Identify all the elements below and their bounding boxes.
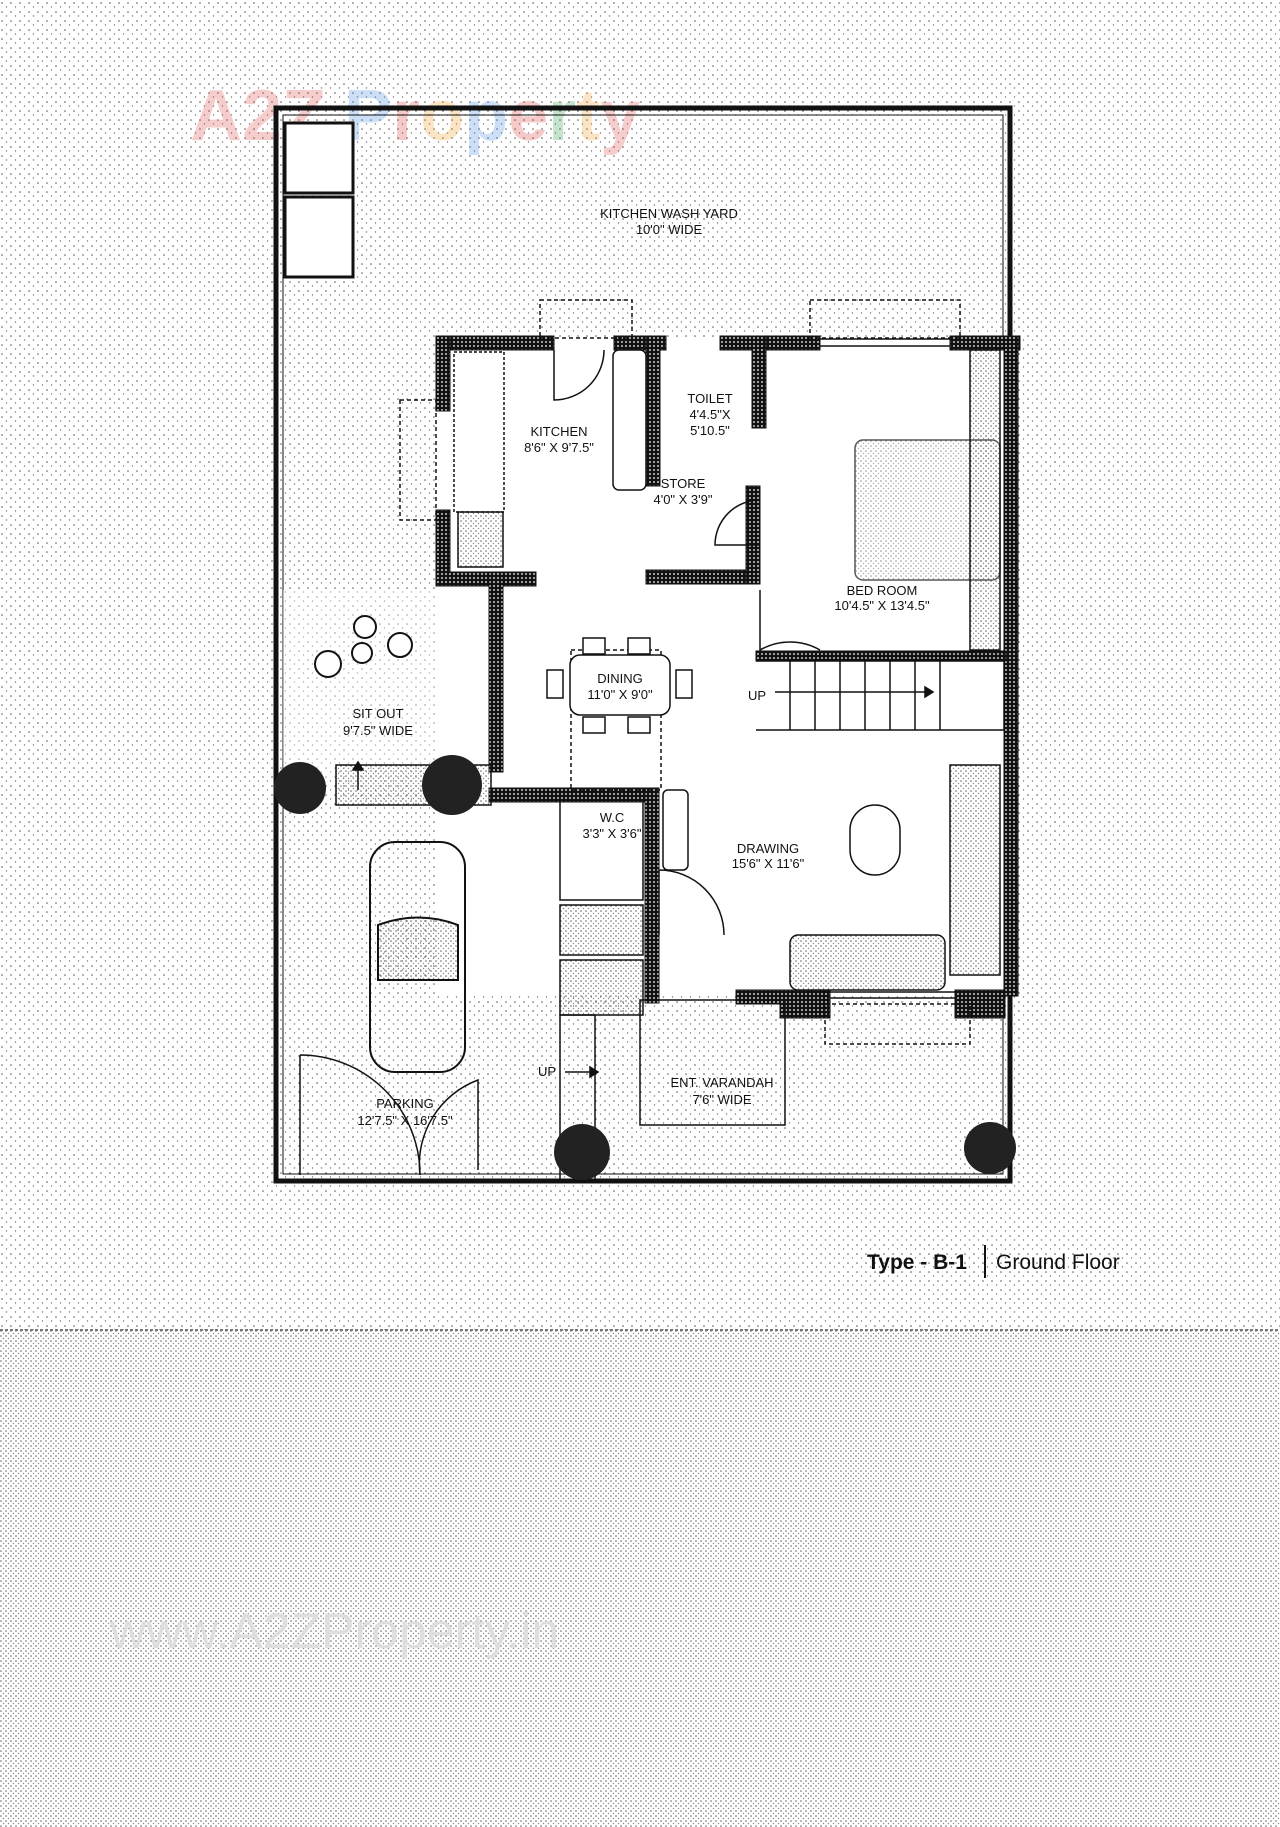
steps-up-label: UP — [538, 1064, 556, 1079]
kitchen-label: KITCHEN — [530, 424, 587, 439]
drawing-size: 15'6" X 11'6" — [732, 856, 805, 871]
sitout-size: 9'7.5" WIDE — [343, 723, 413, 738]
parking-label: PARKING — [376, 1096, 434, 1111]
walls — [435, 335, 1021, 1019]
parking-size: 12'7.5" X 16'7.5" — [357, 1113, 453, 1128]
caption-floor: Ground Floor — [996, 1251, 1120, 1274]
watermark-letter: e — [508, 76, 548, 156]
watermark-letter: r — [548, 76, 576, 156]
watermark-letter: p — [464, 76, 508, 156]
store-size: 4'0" X 3'9" — [653, 492, 712, 507]
wash-yard-size: 10'0" WIDE — [636, 222, 703, 237]
dining-label: DINING — [597, 671, 643, 686]
watermark-letter: y — [600, 76, 640, 156]
sitout-label: SIT OUT — [352, 706, 403, 721]
stair-up-label: UP — [748, 688, 766, 703]
toilet-size-1: 4'4.5"X — [689, 407, 730, 422]
wc-size: 3'3" X 3'6" — [582, 826, 641, 841]
plants — [274, 755, 1016, 1180]
drawing-label: DRAWING — [737, 841, 799, 856]
wc-label: W.C — [600, 810, 625, 825]
storage-boxes — [283, 121, 355, 279]
varandah-size: 7'6" WIDE — [692, 1092, 751, 1107]
car — [369, 841, 466, 1073]
dining-table — [546, 637, 693, 734]
watermark-letter: o — [420, 76, 464, 156]
caption-type: Type - B-1 — [867, 1251, 967, 1274]
sitout-chairs — [314, 615, 413, 678]
up-arrows — [351, 685, 935, 1079]
varandah-label: ENT. VARANDAH — [670, 1075, 773, 1090]
watermark-letter: r — [392, 76, 420, 156]
store-label: STORE — [661, 476, 706, 491]
windows — [399, 299, 971, 1045]
dining-size: 11'0" X 9'0" — [587, 687, 653, 702]
toilet-size-2: 5'10.5" — [690, 423, 730, 438]
bedroom-label: BED ROOM — [847, 583, 918, 598]
watermark-letter: A — [190, 76, 242, 156]
wash-yard-label: KITCHEN WASH YARD — [600, 206, 738, 221]
kitchen-size: 8'6" X 9'7.5" — [524, 440, 594, 455]
watermark-url: www.A2ZProperty.in — [109, 1603, 559, 1659]
page-lower-background — [0, 1330, 1280, 1827]
toilet-label: TOILET — [687, 391, 732, 406]
watermark-letter: t — [576, 76, 600, 156]
bedroom-size: 10'4.5" X 13'4.5" — [834, 598, 930, 613]
